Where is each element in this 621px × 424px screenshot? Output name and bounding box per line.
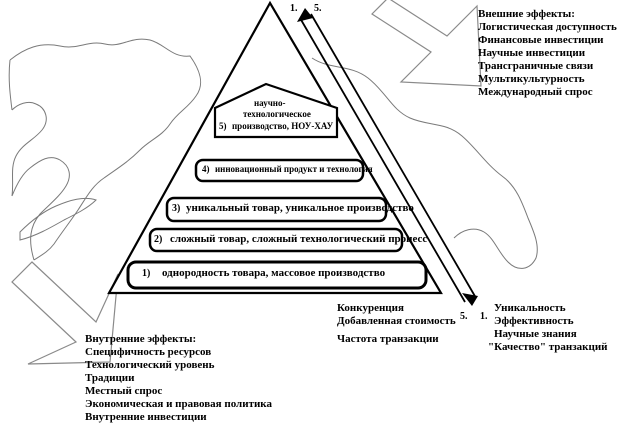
right-factor-item: Уникальность bbox=[494, 302, 566, 314]
external-effect-item: Мультикультурность bbox=[478, 73, 585, 85]
arrow-line-1 bbox=[299, 17, 466, 303]
level-4-frame bbox=[194, 158, 365, 183]
arrow-label-top-1: 1. bbox=[290, 3, 298, 14]
level-5-line-2: технологическое bbox=[243, 109, 311, 119]
level-5-number: 5) bbox=[219, 121, 227, 131]
internal-effect-item: Экономическая и правовая политика bbox=[85, 398, 272, 410]
level-1-number: 1) bbox=[142, 268, 151, 279]
center-factors: Конкуренция Добавленная стоимость Частот… bbox=[337, 302, 456, 346]
internal-effect-item: Традиции bbox=[85, 372, 135, 384]
level-5-line-1: научно- bbox=[254, 98, 286, 108]
level-2-label: сложный товар, сложный технологический п… bbox=[170, 233, 428, 245]
arrow-label-bottom-1: 1. bbox=[480, 311, 488, 322]
level-3-frame bbox=[165, 196, 388, 223]
internal-effects-title: Внутренние эффекты: bbox=[85, 333, 197, 345]
internal-effects-arrow bbox=[11, 261, 119, 365]
level-1-frame bbox=[126, 260, 428, 290]
internal-effect-item: Местный спрос bbox=[85, 385, 163, 397]
center-factor-item: Частота транзакции bbox=[337, 333, 439, 345]
map-outline-right bbox=[311, 57, 538, 269]
level-3-number: 3) bbox=[172, 203, 181, 214]
level-2-frame bbox=[148, 227, 404, 253]
arrowhead-top bbox=[297, 8, 313, 22]
internal-effect-item: Технологический уровень bbox=[85, 359, 215, 371]
right-factor-item: Эффективность bbox=[494, 315, 574, 327]
arrowhead-bottom bbox=[462, 293, 478, 306]
right-factors: Уникальность Эффективность Научные знани… bbox=[488, 302, 608, 354]
arrow-label-top-5: 5. bbox=[314, 3, 322, 14]
external-effects: Внешние эффекты: Логистическая доступнос… bbox=[478, 8, 617, 99]
map-lake bbox=[19, 197, 97, 241]
level-4-number: 4) bbox=[202, 164, 210, 174]
external-effect-item: Финансовые инвестиции bbox=[478, 34, 604, 46]
arrow-label-bottom-5: 5. bbox=[460, 311, 468, 322]
internal-effects: Внутренние эффекты: Специфичность ресурс… bbox=[85, 333, 272, 424]
external-effect-item: Трансграничные связи bbox=[478, 60, 594, 72]
internal-effect-item: Внутренние инвестиции bbox=[85, 411, 207, 423]
external-effect-item: Международный спрос bbox=[478, 86, 593, 98]
arrow-line-2 bbox=[310, 13, 477, 299]
level-5-line-3: производство, НОУ-ХАУ bbox=[232, 121, 334, 131]
internal-effect-item: Специфичность ресурсов bbox=[85, 346, 212, 358]
center-factor-item: Добавленная стоимость bbox=[337, 315, 456, 327]
external-effect-item: Логистическая доступность bbox=[478, 21, 617, 33]
level-2-number: 2) bbox=[154, 234, 163, 245]
external-effects-title: Внешние эффекты: bbox=[478, 8, 575, 20]
level-1-label: однородность товара, массовое производст… bbox=[162, 267, 386, 279]
map-outline bbox=[8, 38, 202, 261]
level-4-label: инновационный продукт и технология bbox=[215, 164, 373, 174]
level-5-frame bbox=[213, 82, 339, 139]
right-factor-item: Научные знания bbox=[494, 328, 577, 340]
level-3-label: уникальный товар, уникальное производств… bbox=[186, 202, 414, 214]
external-effects-arrow bbox=[371, 0, 482, 87]
right-factor-item: "Качество" транзакций bbox=[488, 341, 608, 353]
center-factor-item: Конкуренция bbox=[337, 302, 404, 314]
external-effect-item: Научные инвестиции bbox=[478, 47, 586, 59]
